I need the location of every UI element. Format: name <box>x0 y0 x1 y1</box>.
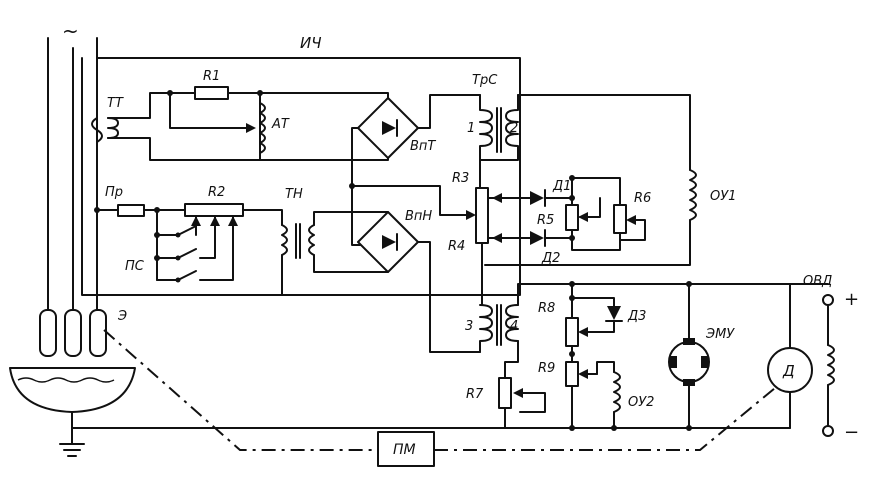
fuse-pr <box>117 204 145 217</box>
label-emu: ЭМУ <box>705 327 735 342</box>
label-r3: R3 <box>452 171 469 186</box>
label-r1: R1 <box>203 69 220 84</box>
diode-d2 <box>530 229 546 247</box>
resistor-r1 <box>194 86 229 100</box>
label-r7: R7 <box>466 387 484 402</box>
label-w4: 4 <box>510 319 518 334</box>
label-r2: R2 <box>208 185 225 200</box>
label-r5: R5 <box>537 213 554 228</box>
current-transformer-tt <box>91 117 119 143</box>
label-r4: R4 <box>448 239 465 254</box>
bridge-vpn <box>357 211 419 273</box>
coil-ou1 <box>689 169 697 221</box>
label-d1: Д1 <box>552 179 571 194</box>
label-d2: Д2 <box>541 251 560 266</box>
label-ou2: ОУ2 <box>628 395 654 410</box>
resistor-r9 <box>565 361 579 387</box>
label-r6: R6 <box>634 191 651 206</box>
label-e: Э <box>117 309 127 324</box>
transformer-trs <box>479 94 519 161</box>
label-ac: ~ <box>62 19 79 43</box>
label-trs: ТрС <box>472 73 498 88</box>
label-plus: + <box>844 289 859 310</box>
label-minus: − <box>844 422 859 443</box>
label-d: Д <box>782 362 795 380</box>
supply-lines <box>47 37 98 311</box>
resistor-r5 <box>565 204 579 231</box>
label-r9: R9 <box>538 361 555 376</box>
label-vpt: ВпТ <box>410 139 436 154</box>
label-w3: 3 <box>465 319 473 334</box>
mechanical-link <box>103 329 776 451</box>
ground-symbol <box>59 427 85 457</box>
furnace-bath <box>9 367 506 429</box>
amplidyne-emu <box>668 283 710 429</box>
label-pr: Пр <box>105 185 123 200</box>
tt-wires <box>107 92 261 161</box>
label-r8: R8 <box>538 301 555 316</box>
label-ovd: ОВД <box>803 274 832 289</box>
diode-d3 <box>605 306 623 322</box>
potentiometer-r3-r4 <box>475 187 489 244</box>
resistor-r2 <box>184 203 244 217</box>
transformer-windings-3-4 <box>479 304 519 353</box>
label-d3: Д3 <box>627 309 646 324</box>
label-at: АТ <box>271 117 290 132</box>
coil-ovd <box>822 294 835 437</box>
autotransformer-at <box>259 102 266 154</box>
label-tt: ТТ <box>107 96 124 111</box>
transformer-tn <box>281 223 315 259</box>
ich-frame <box>81 57 521 296</box>
resistor-r8 <box>565 317 579 347</box>
label-ou1: ОУ1 <box>710 189 736 204</box>
bridge-vpt <box>357 97 419 159</box>
diode-d1 <box>530 189 546 207</box>
switches-ps <box>154 209 238 283</box>
electrodes <box>39 309 107 357</box>
label-w2: 2 <box>510 121 518 136</box>
label-tn: ТН <box>285 187 303 202</box>
label-pm: ПМ <box>393 442 416 458</box>
motor-d <box>767 283 813 429</box>
label-vpn: ВпН <box>405 209 432 224</box>
label-ich: ИЧ <box>300 34 322 52</box>
coil-ou2 <box>613 371 621 413</box>
label-w1: 1 <box>467 121 475 136</box>
label-ps: ПС <box>125 259 145 274</box>
resistor-r7 <box>498 377 512 409</box>
resistor-r6 <box>613 204 627 234</box>
